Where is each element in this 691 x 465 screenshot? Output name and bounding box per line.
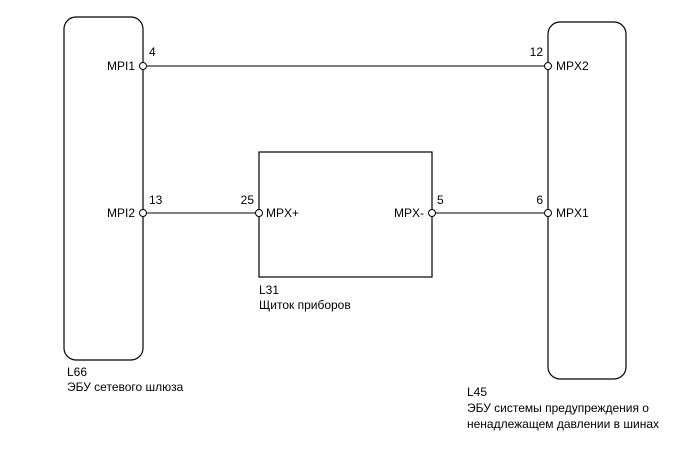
terminal-mpx1 bbox=[544, 209, 552, 217]
gateway-code: L66 bbox=[67, 365, 87, 379]
terminal-mpx2 bbox=[544, 62, 552, 70]
pin-label-mpx1: MPX1 bbox=[556, 206, 589, 220]
terminal-mpx-plus bbox=[255, 209, 263, 217]
tpms-ecu-box bbox=[547, 21, 627, 380]
terminal-mpi2 bbox=[139, 209, 147, 217]
gateway-ecu-box bbox=[63, 16, 144, 361]
tpms-name-line1: ЭБУ системы предупреждения о bbox=[467, 401, 649, 415]
meter-name: Щиток приборов bbox=[259, 298, 351, 312]
pin-number-mpi2: 13 bbox=[149, 193, 163, 207]
pin-label-mpi1: MPI1 bbox=[107, 59, 135, 73]
pin-label-mpx2: MPX2 bbox=[556, 59, 589, 73]
pin-label-mpx-minus: MPX- bbox=[394, 206, 424, 220]
terminal-mpx-minus bbox=[428, 209, 436, 217]
pin-number-mpi1: 4 bbox=[149, 45, 156, 59]
terminal-mpi1 bbox=[139, 62, 147, 70]
combination-meter-box bbox=[258, 151, 433, 278]
pin-number-mpx-minus: 5 bbox=[437, 193, 444, 207]
tpms-code: L45 bbox=[467, 385, 487, 399]
pin-label-mpx-plus: MPX+ bbox=[266, 206, 299, 220]
tpms-name-line2: ненадлежащем давлении в шинах bbox=[467, 417, 659, 431]
pin-number-mpx1: 6 bbox=[536, 193, 543, 207]
pin-label-mpi2: MPI2 bbox=[107, 206, 135, 220]
pin-number-mpx-plus: 25 bbox=[241, 193, 255, 207]
gateway-name: ЭБУ сетевого шлюза bbox=[67, 380, 184, 394]
meter-code: L31 bbox=[259, 283, 279, 297]
pin-number-mpx2: 12 bbox=[530, 45, 544, 59]
